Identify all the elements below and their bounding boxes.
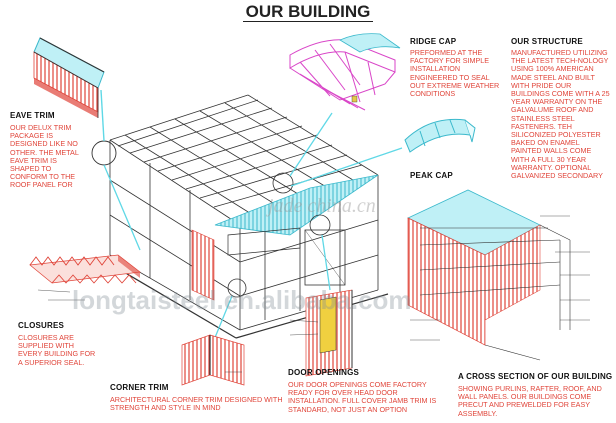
cross-section-heading: A CROSS SECTION OF OUR BUILDING xyxy=(458,372,613,381)
ridge-cap-heading: RIDGE CAP xyxy=(410,37,457,46)
closures-body: CLOSURES ARE SUPPLIED WITH EVERY BUILDIN… xyxy=(18,333,96,367)
door-openings-heading: DOOR OPENINGS xyxy=(288,368,360,377)
door-openings-illustration xyxy=(289,289,353,377)
our-structure-heading: OUR STRUCTURE xyxy=(511,37,583,46)
our-structure-body: MANUFACTURED UTILIZING THE LATEST TECH-N… xyxy=(511,49,610,181)
main-building-frame xyxy=(99,94,389,339)
closures-heading: CLOSURES xyxy=(18,321,65,330)
watermark-center: jade china.cn xyxy=(268,195,376,217)
page-title: OUR BUILDING xyxy=(0,2,616,22)
eave-trim-heading: EAVE TRIM xyxy=(10,111,55,120)
watermark-bottom: longtaisteel.en.alibaba.com xyxy=(72,285,412,315)
ridge-cap-illustration xyxy=(289,39,396,111)
peak-cap-illustration xyxy=(404,118,476,153)
closures-illustration xyxy=(29,254,141,301)
corner-trim-heading: CORNER TRIM xyxy=(110,383,169,392)
eave-trim-body: OUR DELUX TRIM PACKAGE IS DESIGNED LIKE … xyxy=(10,124,79,188)
cross-section-illustration xyxy=(407,189,590,361)
corner-trim-body: ARCHITECTURAL CORNER TRIM DESIGNED WITH … xyxy=(110,395,283,413)
corner-trim-illustration xyxy=(181,334,245,386)
eave-trim-illustration xyxy=(33,37,105,118)
ridge-cap-body: PREFORMED AT THE FACTORY FOR SIMPLE INST… xyxy=(410,48,500,99)
door-openings-body: OUR DOOR OPENINGS COME FACTORY READY FOR… xyxy=(288,380,437,414)
peak-cap-heading: PEAK CAP xyxy=(410,171,453,180)
cross-section-body: SHOWING PURLINS, RAFTER, ROOF, AND WALL … xyxy=(458,384,602,418)
